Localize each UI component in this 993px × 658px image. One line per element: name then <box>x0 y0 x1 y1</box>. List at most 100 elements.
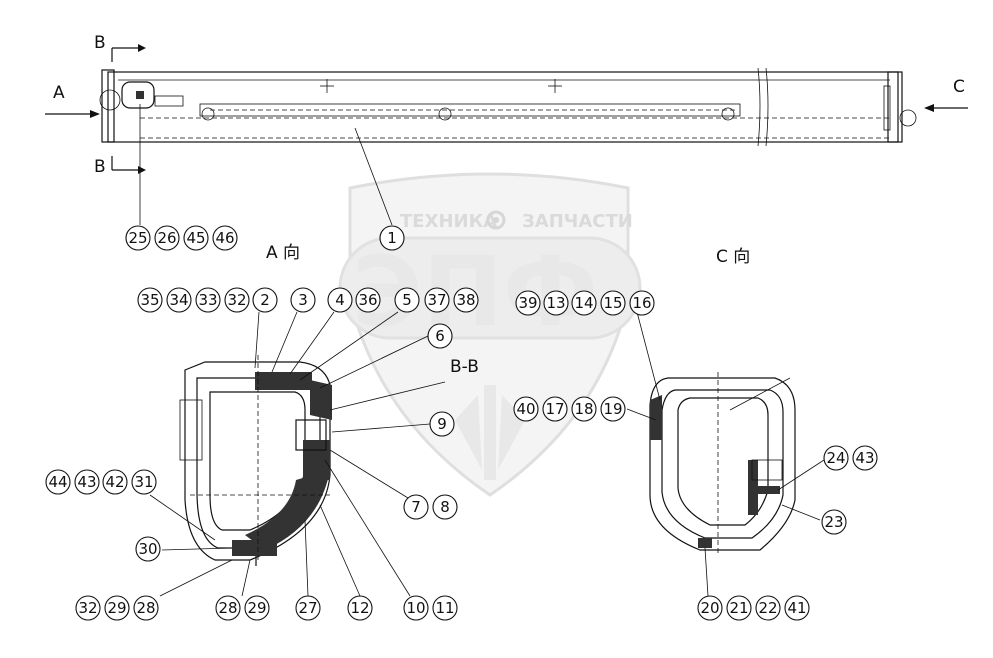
callout: 20 <box>697 595 723 621</box>
gear-icon <box>486 210 506 230</box>
svg-text:24: 24 <box>826 449 845 467</box>
callout: 29 <box>244 595 270 621</box>
svg-text:35: 35 <box>140 291 159 309</box>
view-a-section: A 向 <box>179 243 332 566</box>
svg-text:41: 41 <box>787 599 806 617</box>
svg-text:42: 42 <box>105 473 124 491</box>
callout: 18 <box>571 396 597 422</box>
svg-text:2: 2 <box>260 291 270 309</box>
watermark: ТЕХНИКА ЗАПЧАСТИ ЭПФ <box>338 172 642 497</box>
callout: 33 <box>195 287 221 313</box>
section-bb-label: B-B <box>450 357 479 377</box>
svg-text:28: 28 <box>136 599 155 617</box>
svg-text:46: 46 <box>215 229 234 247</box>
callout: 26 <box>154 225 180 251</box>
callout: 32 <box>224 287 250 313</box>
callout: 5 <box>394 287 420 313</box>
svg-text:37: 37 <box>427 291 446 309</box>
svg-text:45: 45 <box>186 229 205 247</box>
callout: 25 <box>125 225 151 251</box>
callout: 14 <box>571 290 597 316</box>
callout: 23 <box>821 509 847 535</box>
svg-text:18: 18 <box>574 400 593 418</box>
svg-text:29: 29 <box>247 599 266 617</box>
callout: 9 <box>429 411 455 437</box>
svg-text:6: 6 <box>435 327 445 345</box>
callout: 15 <box>600 290 626 316</box>
svg-text:19: 19 <box>603 400 622 418</box>
svg-text:43: 43 <box>855 449 874 467</box>
svg-text:29: 29 <box>107 599 126 617</box>
section-leaders <box>149 311 825 597</box>
svg-text:9: 9 <box>437 415 447 433</box>
svg-text:10: 10 <box>406 599 425 617</box>
callout: 19 <box>600 396 626 422</box>
callout: 34 <box>166 287 192 313</box>
svg-text:8: 8 <box>440 498 450 516</box>
svg-text:34: 34 <box>169 291 188 309</box>
callouts: 1 25 26 45 46 35 34 33 32 2 3 4 36 5 37 … <box>45 225 878 621</box>
svg-text:39: 39 <box>518 294 537 312</box>
callout: 43 <box>74 469 100 495</box>
callout: 31 <box>131 469 157 495</box>
callout: 1 <box>379 225 405 251</box>
svg-text:14: 14 <box>574 294 593 312</box>
arrow-a-label: A <box>53 83 65 103</box>
svg-text:33: 33 <box>198 291 217 309</box>
callout: 21 <box>726 595 752 621</box>
svg-text:44: 44 <box>48 473 67 491</box>
svg-text:1: 1 <box>387 229 397 247</box>
svg-text:32: 32 <box>78 599 97 617</box>
callout: 6 <box>427 323 453 349</box>
callout: 28 <box>215 595 241 621</box>
callout: 42 <box>102 469 128 495</box>
watermark-left-word: ТЕХНИКА <box>400 211 497 232</box>
svg-text:16: 16 <box>632 294 651 312</box>
svg-text:31: 31 <box>134 473 153 491</box>
callout: 2 <box>252 287 278 313</box>
callout: 44 <box>45 469 71 495</box>
svg-text:43: 43 <box>77 473 96 491</box>
view-c-label: C 向 <box>716 247 750 267</box>
callout: 22 <box>755 595 781 621</box>
top-long-view <box>99 67 917 147</box>
svg-text:17: 17 <box>545 400 564 418</box>
callout: 29 <box>104 595 130 621</box>
view-a-label: A 向 <box>266 243 300 263</box>
callout: 32 <box>75 595 101 621</box>
callout: 8 <box>432 494 458 520</box>
callout: 40 <box>513 396 539 422</box>
callout: 3 <box>290 287 316 313</box>
callout: 45 <box>183 225 209 251</box>
callout: 11 <box>432 595 458 621</box>
view-arrows: A C <box>45 77 968 118</box>
section-b-top-label: B <box>94 33 106 53</box>
svg-text:3: 3 <box>298 291 308 309</box>
callout: 17 <box>542 396 568 422</box>
svg-text:13: 13 <box>546 294 565 312</box>
svg-text:28: 28 <box>218 599 237 617</box>
callout: 41 <box>784 595 810 621</box>
callout: 12 <box>347 595 373 621</box>
arrow-c-label: C <box>953 77 965 97</box>
svg-text:15: 15 <box>603 294 622 312</box>
svg-text:36: 36 <box>358 291 377 309</box>
svg-text:20: 20 <box>700 599 719 617</box>
top-leaders <box>139 104 393 226</box>
callout: 30 <box>135 536 161 562</box>
callout: 36 <box>355 287 381 313</box>
svg-text:5: 5 <box>402 291 412 309</box>
section-b-bottom-label: B <box>94 157 106 177</box>
svg-text:27: 27 <box>298 599 317 617</box>
callout: 10 <box>403 595 429 621</box>
view-c-section: C 向 <box>649 247 796 556</box>
svg-text:4: 4 <box>335 291 345 309</box>
callout: 4 <box>327 287 353 313</box>
svg-text:38: 38 <box>456 291 475 309</box>
callout: 38 <box>453 287 479 313</box>
svg-text:11: 11 <box>435 599 454 617</box>
svg-text:21: 21 <box>729 599 748 617</box>
callout: 35 <box>137 287 163 313</box>
callout: 37 <box>424 287 450 313</box>
